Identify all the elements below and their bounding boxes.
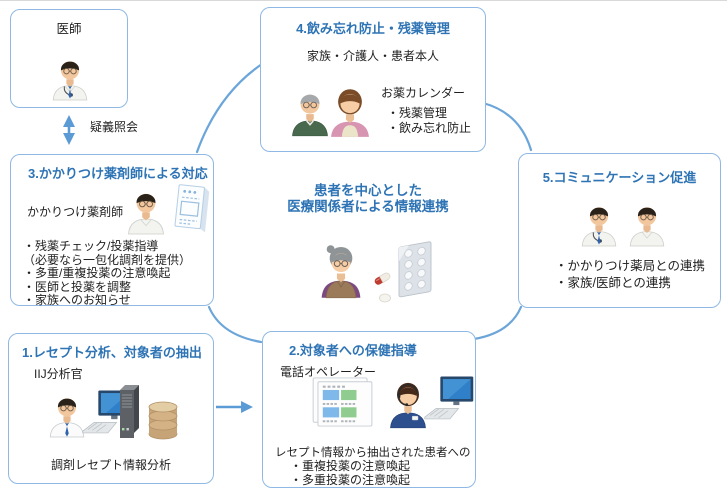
step3-bullet: ・家族へのお知らせ xyxy=(23,293,131,307)
step1-box: 1.レセプト分析、対象者の抽出 IIJ分析官 xyxy=(8,333,214,484)
connector-step3-step2 xyxy=(207,305,263,344)
center-title-line2: 医療関係者による情報連携 xyxy=(287,199,449,214)
step2-bullet: ・重複投薬の注意喚起 xyxy=(290,459,411,473)
step5-bullet: ・家族/医師との連携 xyxy=(555,276,671,290)
step5-title: 5.コミュニケーション促進 xyxy=(542,170,697,185)
doctor-box: 医師 xyxy=(10,9,128,108)
step3-bullet: ・医師と投薬を調整 xyxy=(23,279,132,294)
step3-actor: かかりつけ薬剤師 xyxy=(27,205,124,219)
step3-bullets: ・残薬チェック/投薬指導 （必要なら一包化調剤を提供） ・多重/重複投薬の注意喚… xyxy=(23,239,192,308)
step2-title: 2.対象者への保健指導 xyxy=(289,343,417,358)
inquiry-label: 疑義照会 xyxy=(90,120,139,134)
step2-box: 2.対象者への保健指導 電話オペレーター xyxy=(262,331,476,488)
step4-bullets: ・残薬管理 ・飲み忘れ防止 xyxy=(387,106,471,135)
doctor-label: 医師 xyxy=(56,22,82,36)
step2-lead: レセプト情報から抽出された患者への xyxy=(275,447,471,459)
step3-box: 3.かかりつけ薬剤師による対応 かかりつけ薬剤師 ・残薬チェック/投薬指導 xyxy=(10,154,214,308)
doctor-icon xyxy=(52,61,88,101)
analyst-icon xyxy=(49,398,85,438)
doctor-icon xyxy=(581,207,617,247)
step4-box: 4.飲み忘れ防止・残薬管理 家族・介護人・患者本人 お薬カレンダー ・残薬管理 … xyxy=(260,7,486,152)
step3-bullet: ・残薬チェック/投薬指導 xyxy=(23,239,159,253)
connector-step5-step2 xyxy=(472,305,523,341)
workstation-icon xyxy=(82,390,132,434)
center-title-line1: 患者を中心とした xyxy=(314,183,422,198)
blister-pack-icon xyxy=(398,241,432,298)
workstation-icon xyxy=(424,376,474,420)
step2-actor: 電話オペレーター xyxy=(280,365,377,379)
server-icon xyxy=(120,385,139,438)
elderly-patient-icon xyxy=(321,245,361,299)
step4-sub-label: お薬カレンダー xyxy=(381,86,466,100)
patient-list-icon xyxy=(312,377,373,427)
caregiver-icon xyxy=(331,89,369,137)
step4-bullet: ・残薬管理 xyxy=(387,106,448,120)
tablet-icon xyxy=(379,293,391,303)
step5-box: 5.コミュニケーション促進 ・かかりつけ薬局との連携 xyxy=(518,153,721,308)
capsule-icon xyxy=(374,272,391,303)
pharmacist-icon xyxy=(629,207,665,247)
elderly-man-icon xyxy=(292,94,328,137)
step4-actor: 家族・介護人・患者本人 xyxy=(306,49,439,63)
step3-bullet: ・多重/重複投薬の注意喚起 xyxy=(23,266,171,280)
step2-bullet: ・多重投薬の注意喚起 xyxy=(290,473,411,487)
step3-bullet: （必要なら一包化調剤を提供） xyxy=(23,252,192,267)
prescription-icon xyxy=(174,184,210,233)
step1-caption: 調剤レセプト情報分析 xyxy=(50,458,171,472)
step1-actor: IIJ分析官 xyxy=(34,367,83,381)
database-icon xyxy=(148,401,178,440)
center-title: 患者を中心とした 医療関係者による情報連携 xyxy=(268,183,468,215)
step5-bullet: ・かかりつけ薬局との連携 xyxy=(555,259,706,273)
step2-bullets: ・重複投薬の注意喚起 ・多重投薬の注意喚起 xyxy=(290,459,410,487)
connector-step4-step5 xyxy=(481,101,533,152)
operator-icon xyxy=(390,382,426,429)
step3-title: 3.かかりつけ薬剤師による対応 xyxy=(28,166,208,181)
connector-step3-step4 xyxy=(195,62,264,154)
step5-bullets: ・かかりつけ薬局との連携 ・家族/医師との連携 xyxy=(555,258,705,292)
pharmacist-icon xyxy=(128,193,164,235)
step4-bullet: ・飲み忘れ防止 xyxy=(387,120,472,135)
step1-title: 1.レセプト分析、対象者の抽出 xyxy=(22,345,202,360)
step4-title: 4.飲み忘れ防止・残薬管理 xyxy=(296,21,450,36)
